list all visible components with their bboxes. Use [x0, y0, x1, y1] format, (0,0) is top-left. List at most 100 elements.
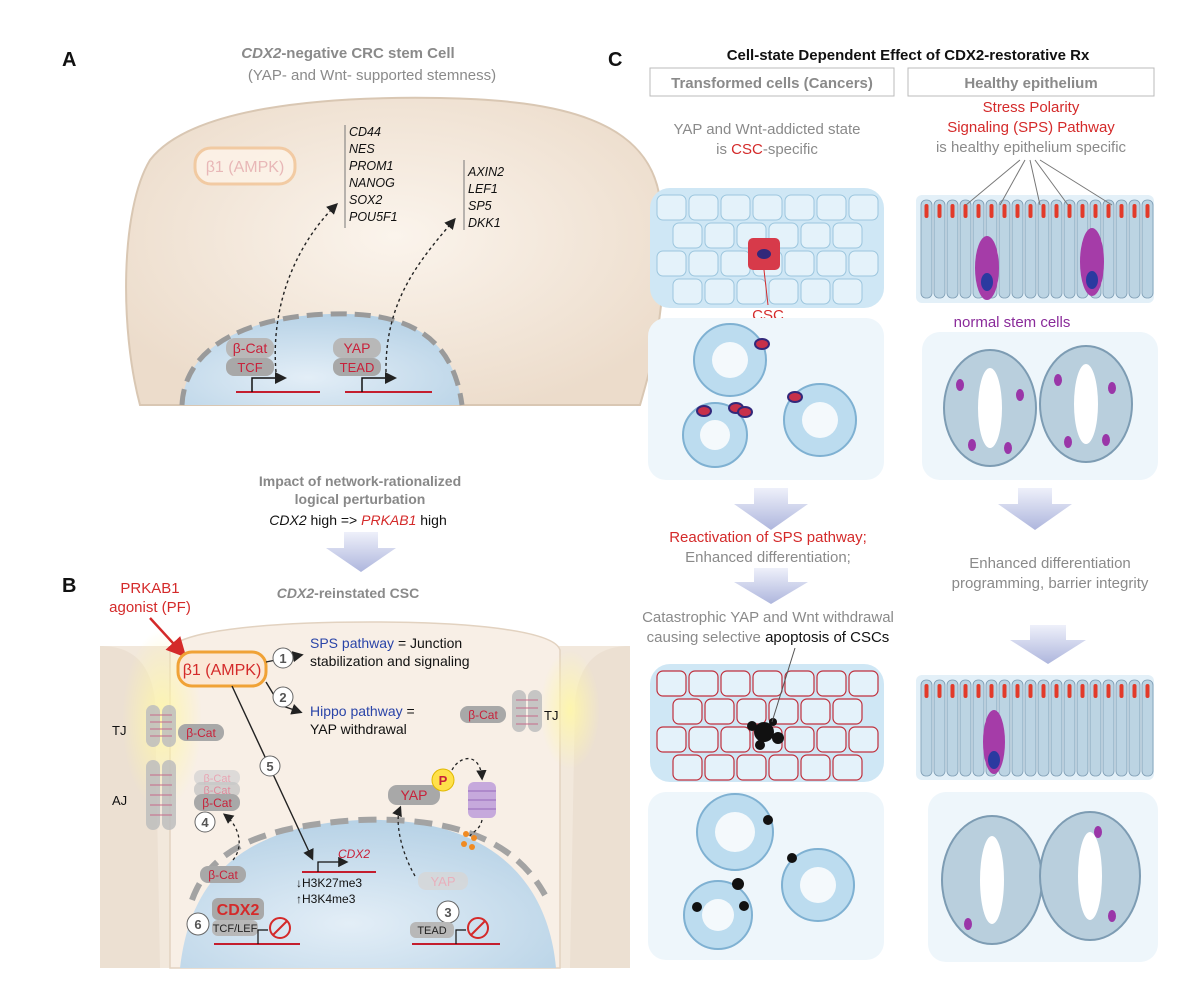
- columnar-cell: [946, 199, 959, 299]
- columnar-cell: [998, 199, 1011, 299]
- equals: =: [403, 703, 415, 719]
- tight-junction-mark: [1041, 684, 1046, 698]
- tissue-cell: [768, 278, 799, 305]
- tj-protein-right-a: [512, 690, 526, 732]
- h3k4-label: H3K4me3: [302, 892, 356, 906]
- columnar-cell: [1037, 679, 1050, 777]
- impact-high-2: high: [416, 512, 446, 528]
- h3k27-mark: ↓H3K27me3: [296, 876, 362, 890]
- sps-pathway-term: SPS pathway: [310, 635, 394, 651]
- tissue-cell: [848, 250, 879, 277]
- tight-junction-mark: [989, 204, 994, 218]
- panel-a-title: CDX2-negative CRC stem Cell: [241, 45, 454, 62]
- tight-junction-mark: [1015, 204, 1020, 218]
- nuclear-envelope-b: [189, 816, 548, 902]
- columnar-cell: [1011, 199, 1024, 299]
- step-5-circle: [259, 755, 281, 777]
- panel-c-title: Cell-state Dependent Effect of CDX2-rest…: [727, 47, 1090, 64]
- columnar-cell: [920, 199, 933, 299]
- tight-junction-mark: [937, 684, 942, 698]
- step-2-label: 2: [279, 690, 286, 705]
- tight-junction-mark: [976, 684, 981, 698]
- blocked-icon-tcflef: [269, 917, 291, 939]
- ampk-label: β1 (AMPK): [183, 662, 262, 679]
- agonist-arrow: [149, 617, 187, 658]
- nuclear-envelope-a: [179, 311, 465, 406]
- healthy-crypt-2-lumen: [1074, 364, 1098, 444]
- tcflef-pill: [212, 920, 258, 936]
- apoptotic-body-2: [747, 721, 757, 731]
- down-arrow-healthy-2: [1010, 625, 1086, 664]
- apoptotic-csc-4: [692, 902, 702, 912]
- col-header-healthy-box: [907, 67, 1155, 97]
- tight-junction-mark: [1002, 684, 1007, 698]
- crypt-b2-lumen: [800, 867, 836, 903]
- promoter-arrow-tcf: [251, 372, 287, 392]
- crypt-stem-cell-5: [1054, 374, 1062, 386]
- tight-junction-mark: [976, 204, 981, 218]
- tissue-cell: [672, 754, 703, 781]
- tissue-cell: [656, 194, 687, 221]
- tight-junction-mark: [1145, 684, 1150, 698]
- tead-pill-a: [333, 358, 381, 376]
- catastrophic-line-2: causing selective apoptosis of CSCs: [647, 629, 890, 646]
- fragment-dot-3: [461, 841, 467, 847]
- stem-cell-1: [975, 236, 999, 300]
- tight-junction-mark: [1119, 684, 1124, 698]
- blocked-slash-1: [272, 920, 288, 936]
- step-1-label: 1: [279, 651, 286, 666]
- tissue-cell: [800, 754, 831, 781]
- tj-protein-left-a: [146, 705, 160, 747]
- healthy-crypt-1-lumen: [978, 368, 1002, 448]
- columnar-cell: [933, 679, 946, 777]
- yap-pill-faded: [418, 872, 468, 890]
- tight-junction-mark: [1054, 684, 1059, 698]
- tight-junction-mark: [924, 684, 929, 698]
- causing-selective: causing selective: [647, 629, 765, 646]
- ampk-faded-label: β1 (AMPK): [206, 159, 285, 176]
- enhanced-line-1: Enhanced differentiation: [969, 555, 1131, 572]
- crypt-stem-cell-3: [968, 439, 976, 451]
- tight-junction-mark: [989, 684, 994, 698]
- bcat-pill-a: [226, 338, 274, 358]
- tight-junction-mark: [1080, 684, 1085, 698]
- tcf-pill-a: [226, 358, 274, 376]
- yap-wnt-line-2: is CSC-specific: [716, 141, 818, 158]
- tj-protein-right-b: [528, 690, 542, 732]
- tissue-cell: [816, 194, 847, 221]
- columnar-cell: [1050, 199, 1063, 299]
- step-5-label: 5: [266, 759, 273, 774]
- gene-pou5f1: POU5F1: [349, 210, 398, 224]
- tissue-cell: [848, 194, 879, 221]
- sps-line-1: Stress Polarity: [983, 99, 1080, 116]
- columnar-cell: [1076, 679, 1089, 777]
- tissue-cell: [736, 754, 767, 781]
- tight-junction-mark: [1132, 684, 1137, 698]
- gene-lef1: LEF1: [468, 182, 498, 196]
- yap-label-b: YAP: [401, 787, 428, 803]
- gene-nes: NES: [349, 142, 375, 156]
- impact-cdx2: CDX2: [269, 512, 307, 528]
- apoptotic-csc-1: [763, 815, 773, 825]
- sps-pointer-4: [1034, 159, 1069, 206]
- dotted-arrow-tead-to-genes: [385, 217, 456, 373]
- sps-pointer-lines: [965, 159, 1113, 206]
- dotted-arrow-degradation: [469, 819, 483, 837]
- yap-pill-a: [333, 338, 381, 358]
- healthy-crypt-b1-lumen: [980, 836, 1004, 924]
- tissue-cell: [784, 250, 815, 277]
- tight-junction-mark: [963, 204, 968, 218]
- blocked-ring-1: [269, 917, 291, 939]
- columnar-cells-bottom: [920, 679, 1154, 777]
- blocked-ring-2: [467, 917, 489, 939]
- tissue-cell: [672, 278, 703, 305]
- panel-a-title-italic: CDX2: [241, 45, 282, 62]
- bcat-pill-aj: [194, 794, 240, 811]
- down-arrow-cancer-1: [734, 488, 808, 530]
- apoptotic-csc-5: [739, 901, 749, 911]
- tissue-cell: [768, 754, 799, 781]
- tcflef-promoter-stub: [257, 929, 268, 944]
- tight-junction-mark: [1015, 684, 1020, 698]
- tissue-cell: [720, 670, 751, 697]
